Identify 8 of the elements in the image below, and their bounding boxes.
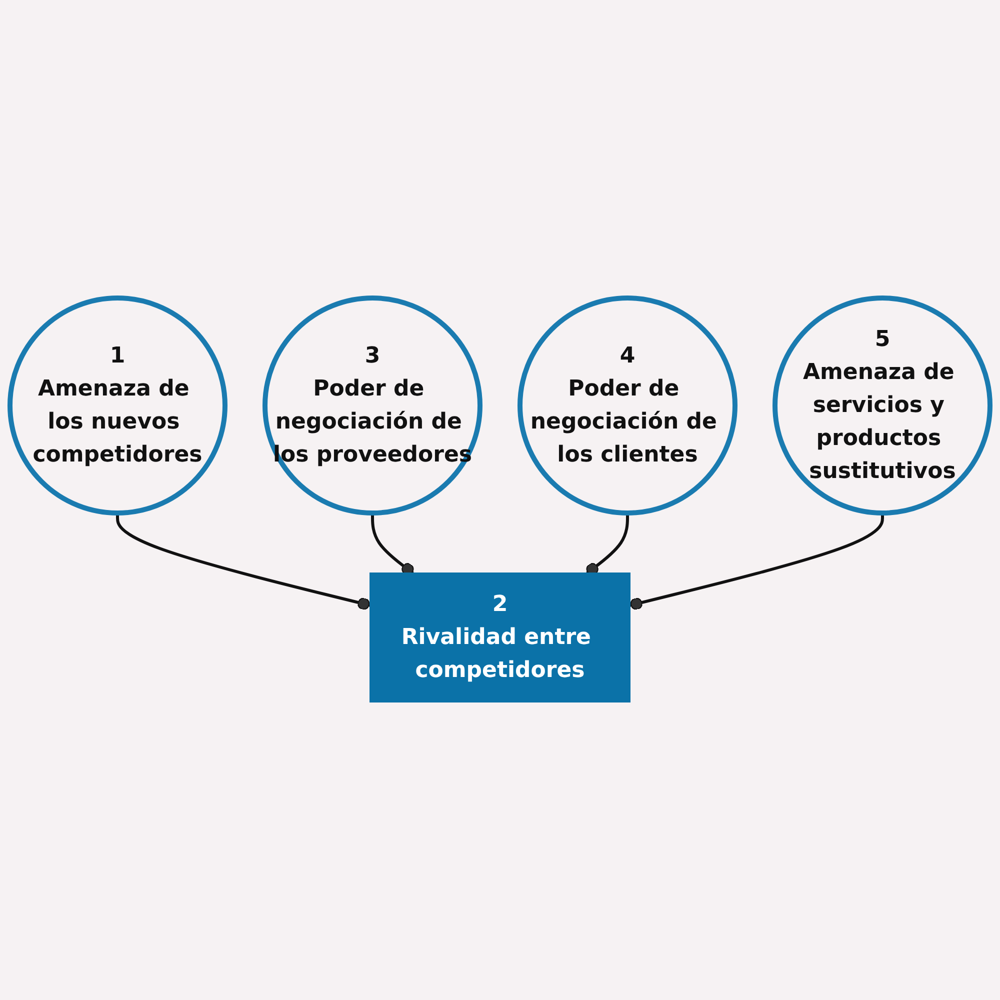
node-circle: 4 Poder de negociación de los clientes <box>518 296 738 516</box>
connector <box>630 513 884 610</box>
connector <box>586 513 629 576</box>
node-box: 2 Rivalidad entre competidores <box>370 572 630 702</box>
connector <box>116 513 370 610</box>
connector <box>371 513 414 576</box>
node-circle: 1 Amenaza de los nuevos competidores <box>8 296 228 516</box>
node-circle: 5 Amenaza de servicios y productos sustitutivos <box>772 296 992 516</box>
